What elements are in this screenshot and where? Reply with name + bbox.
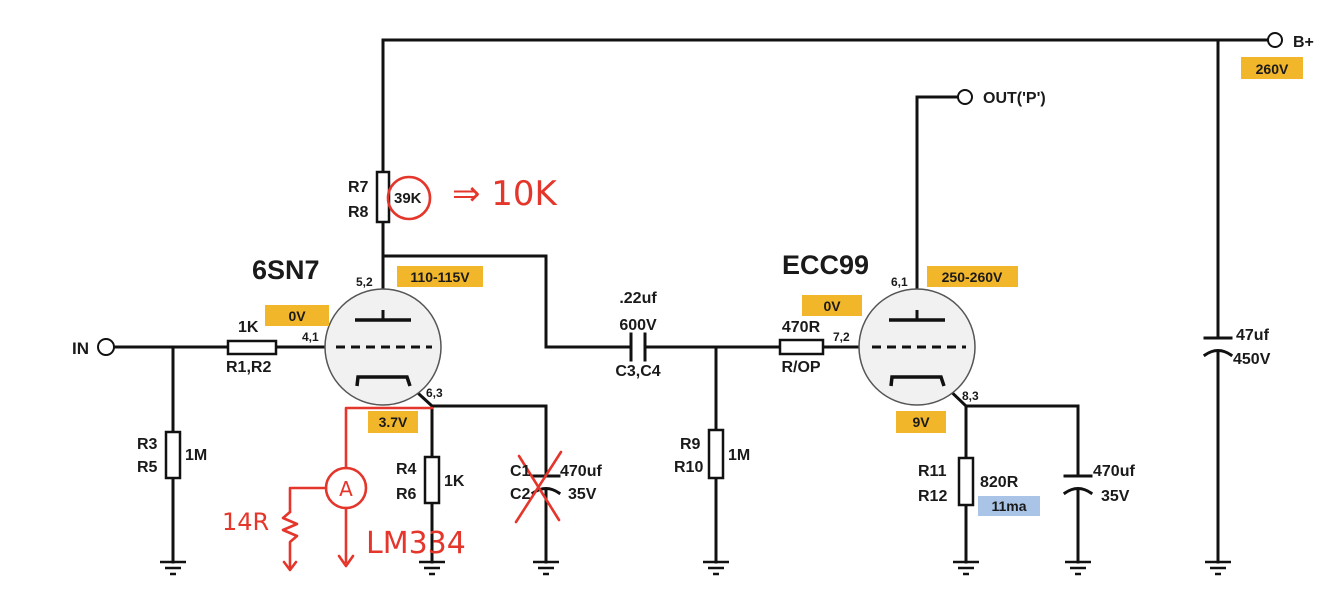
c3-value: .22uf <box>619 290 657 307</box>
wires <box>112 38 1270 564</box>
r11-value: 820R <box>980 474 1019 491</box>
tube2-grid-voltage: 0V <box>823 298 841 314</box>
c1-value: 470uf <box>560 463 602 480</box>
c1-ref: C1 <box>510 463 531 480</box>
r7-value: 39K <box>394 190 422 207</box>
bplus-label: B+ <box>1293 34 1314 51</box>
r4-ref: R4 <box>396 461 417 478</box>
tube2-cathode-voltage: 9V <box>912 414 930 430</box>
r6-ref: R6 <box>396 486 417 503</box>
r4-value: 1K <box>444 473 465 490</box>
plate-change-note: ⇒ 10K <box>452 174 559 214</box>
ccs-note: LM334 <box>366 526 466 561</box>
input-terminal <box>97 338 115 356</box>
bplus-voltage-badge: 260V <box>1256 61 1289 77</box>
r1-value: 1K <box>238 319 259 336</box>
r3-value: 1M <box>185 447 207 464</box>
c1-voltage: 35V <box>568 486 597 503</box>
tube-ecc99-symbol <box>858 288 976 406</box>
meter-label: A <box>339 477 353 501</box>
resistor-r9 <box>707 428 725 480</box>
c-supply-value: 47uf <box>1236 327 1270 344</box>
c3-voltage: 600V <box>619 317 657 334</box>
r-op-ref: R/OP <box>781 359 820 376</box>
capacitor-c-supply <box>1202 336 1234 358</box>
resistor-r-op <box>778 338 825 356</box>
r1-ref: R1,R2 <box>226 359 271 376</box>
r9-ref: R9 <box>680 436 701 453</box>
c-cathode2-voltage: 35V <box>1101 488 1130 505</box>
resistor-r1 <box>226 339 278 356</box>
tube1-grid-voltage: 0V <box>288 308 306 324</box>
c3-ref: C3,C4 <box>615 363 660 380</box>
tube2-plate-voltage: 250-260V <box>942 269 1003 285</box>
tube1-cathode-voltage: 3.7V <box>379 414 408 430</box>
c-cathode2-value: 470uf <box>1093 463 1135 480</box>
tube1-plate-pins: 5,2 <box>356 275 373 289</box>
red-annotations <box>281 175 563 572</box>
c-supply-voltage: 450V <box>1233 351 1271 368</box>
tube-6sn7-symbol <box>324 288 442 406</box>
tube1-name: 6SN7 <box>252 255 320 285</box>
voltage-badges <box>265 57 1303 516</box>
tube2-name: ECC99 <box>782 250 869 280</box>
ground-symbols <box>160 560 1231 576</box>
tube1-plate-voltage: 110-115V <box>410 269 470 285</box>
sense-resistor-note: 14R <box>222 508 269 536</box>
resistor-r4 <box>423 455 441 505</box>
capacitor-c3 <box>629 332 647 362</box>
r-op-value: 470R <box>782 319 821 336</box>
tube1-cathode-pins: 6,3 <box>426 386 443 400</box>
input-label: IN <box>72 339 89 358</box>
tube2-grid-pins: 7,2 <box>833 330 850 344</box>
r12-ref: R12 <box>918 488 947 505</box>
tube1-grid-pins: 4,1 <box>302 330 319 344</box>
r8-ref: R8 <box>348 204 369 221</box>
r5-ref: R5 <box>137 459 158 476</box>
resistor-r11 <box>957 456 975 507</box>
bplus-terminal <box>1267 32 1283 48</box>
tube2-plate-pins: 6,1 <box>891 275 908 289</box>
cathode2-current-badge: 11ma <box>991 498 1026 514</box>
r10-ref: R10 <box>674 459 703 476</box>
r3-ref: R3 <box>137 436 158 453</box>
capacitor-c-cathode2 <box>1062 474 1094 496</box>
r9-value: 1M <box>728 447 750 464</box>
resistor-r3 <box>164 430 182 480</box>
tube2-cathode-pins: 8,3 <box>962 389 979 403</box>
output-terminal <box>957 89 973 105</box>
r11-ref: R11 <box>918 463 947 480</box>
r7-ref: R7 <box>348 179 369 196</box>
c2-ref: C2 <box>510 486 531 503</box>
output-label: OUT('P') <box>983 90 1046 107</box>
